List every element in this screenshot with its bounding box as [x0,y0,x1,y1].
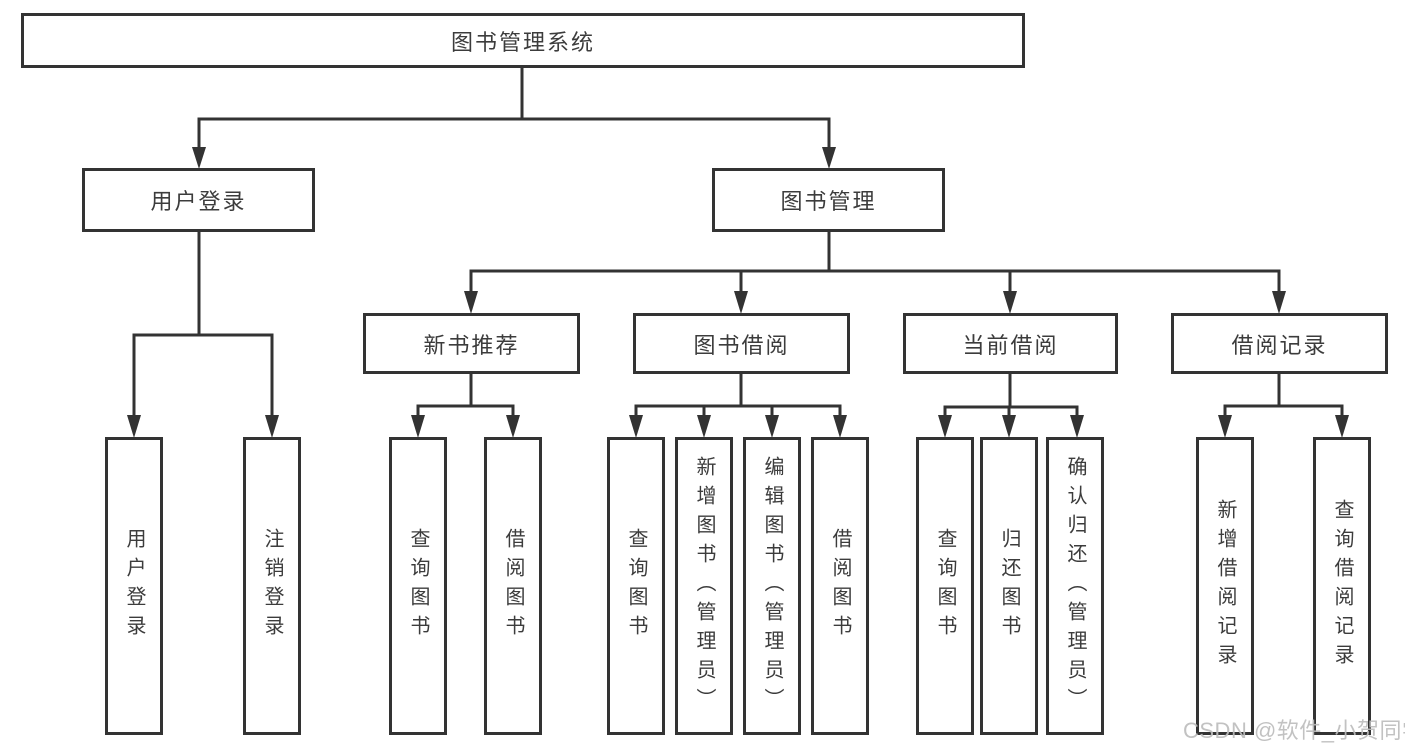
node-label: 查询借阅记录 [1331,499,1353,673]
node-book-borrow: 图书借阅 [633,313,850,374]
node-label: 借阅图书 [502,528,524,644]
leaf-add-books-admin: 新增图书（管理员） [675,437,733,735]
node-new-book-recommend: 新书推荐 [363,313,580,374]
leaf-user-login: 用户登录 [105,437,163,735]
connector-book-management [464,232,1286,314]
node-label: 编辑图书（管理员） [761,455,783,717]
connector-root [192,68,836,169]
leaf-add-borrow-record: 新增借阅记录 [1196,437,1254,735]
leaf-confirm-return-admin: 确认归还（管理员） [1046,437,1104,735]
connector-user-login [127,232,279,438]
node-label: 用户登录 [123,528,145,644]
connector-new-book-recommend [411,374,520,438]
leaf-edit-books-admin: 编辑图书（管理员） [743,437,801,735]
node-label: 借阅图书 [829,528,851,644]
leaf-query-books-current: 查询图书 [916,437,974,735]
leaf-logout: 注销登录 [243,437,301,735]
node-label: 查询图书 [934,528,956,644]
leaf-borrow-books: 借阅图书 [811,437,869,735]
watermark: CSDN @软件_小贺同学 [1183,718,1405,743]
node-label: 新书推荐 [423,332,520,358]
node-label: 新增图书（管理员） [693,455,715,717]
node-label: 查询图书 [407,528,429,644]
node-current-borrow: 当前借阅 [903,313,1118,374]
node-label: 注销登录 [261,528,283,644]
node-label: 当前借阅 [962,332,1059,358]
node-label: 用户登录 [150,189,247,214]
node-label: 确认归还（管理员） [1064,455,1086,717]
node-user-login: 用户登录 [82,168,315,232]
leaf-borrow-books-recommend: 借阅图书 [484,437,542,735]
leaf-query-borrow-record: 查询借阅记录 [1313,437,1371,735]
node-label: 借阅记录 [1231,332,1328,358]
node-label: 图书借阅 [693,332,790,358]
leaf-query-books-borrow: 查询图书 [607,437,665,735]
node-label: 归还图书 [998,528,1020,644]
node-label: 图书管理系统 [450,29,595,55]
node-borrow-records: 借阅记录 [1171,313,1388,374]
connector-current-borrow [938,374,1084,438]
leaf-return-books: 归还图书 [980,437,1038,735]
node-book-management: 图书管理 [712,168,945,232]
connector-book-borrow [629,374,847,438]
node-label: 图书管理 [780,189,877,214]
node-label: 查询图书 [625,528,647,644]
leaf-query-books-recommend: 查询图书 [389,437,447,735]
node-system-root: 图书管理系统 [21,13,1025,68]
connector-borrow-records [1218,374,1349,438]
node-label: 新增借阅记录 [1214,499,1236,673]
